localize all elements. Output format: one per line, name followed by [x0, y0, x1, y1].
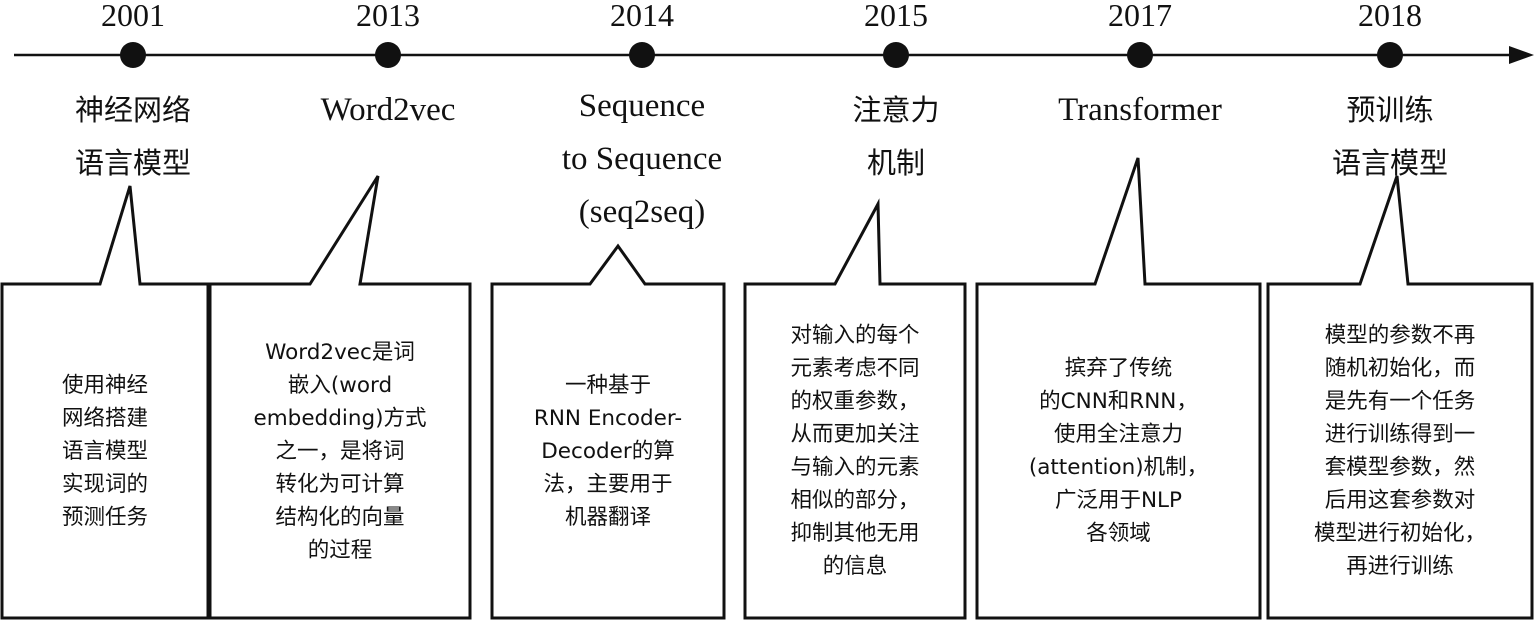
timeline-arrowhead: [1509, 46, 1534, 64]
event-description-text: 摈弃了传统 的CNN和RNN， 使用全注意力 (attention)机制， 广泛…: [1028, 356, 1209, 546]
event-title: Word2vec: [278, 84, 498, 137]
event-description-text: Word2vec是词 嵌入(word embedding)方式 之一，是将词 转…: [253, 339, 427, 563]
event-title-line: (seq2seq): [578, 194, 706, 230]
timeline-dot: [1377, 42, 1403, 68]
event-year: 2018: [1358, 0, 1422, 33]
event-title-line: Transformer: [1058, 92, 1222, 128]
event-description-text: 使用神经 网络搭建 语言模型 实现词的 预测任务: [61, 372, 148, 530]
timeline-dot: [629, 42, 655, 68]
event-title-line: 预训练: [1346, 93, 1434, 127]
event-description: 摈弃了传统 的CNN和RNN， 使用全注意力 (attention)机制， 广泛…: [981, 288, 1256, 614]
event-title: Sequence to Sequence (seq2seq): [532, 80, 752, 239]
event-description-text: 模型的参数不再 随机初始化，而 是先有一个任务 进行训练得到一 套模型参数，然 …: [1313, 323, 1486, 579]
callout-box: [208, 175, 472, 620]
event-title-line: to Sequence: [561, 141, 723, 177]
callout-box: [743, 198, 967, 620]
event-title-line: 注意力: [852, 93, 940, 127]
event-description: 一种基于 RNN Encoder- Decoder的算 法，主要用于 机器翻译: [496, 288, 720, 614]
event-title: 神经网络语言模型: [23, 84, 243, 190]
callout-box: [975, 157, 1262, 620]
event-year: 2017: [1108, 0, 1172, 33]
event-description-text: 对输入的每个 元素考虑不同 的权重参数， 从而更加关注 与输入的元素 相似的部分…: [790, 323, 920, 579]
event-title-line: 语言模型: [1331, 146, 1448, 180]
event-title: Transformer: [1030, 84, 1250, 137]
event-year: 2013: [356, 0, 420, 33]
callout-box: [1266, 175, 1534, 620]
event-description: 使用神经 网络搭建 语言模型 实现词的 预测任务: [6, 288, 204, 614]
event-year: 2001: [101, 0, 165, 33]
timeline-dot: [1127, 42, 1153, 68]
event-title-line: Sequence: [578, 88, 706, 124]
event-title-line: 语言模型: [74, 146, 191, 180]
event-title: 注意力机制: [786, 84, 1006, 190]
event-year: 2014: [610, 0, 674, 33]
event-description: Word2vec是词 嵌入(word embedding)方式 之一，是将词 转…: [214, 288, 466, 614]
event-title-line: Word2vec: [320, 92, 456, 128]
timeline-dot: [120, 42, 146, 68]
event-description: 对输入的每个 元素考虑不同 的权重参数， 从而更加关注 与输入的元素 相似的部分…: [749, 288, 961, 614]
timeline-dot: [883, 42, 909, 68]
event-description: 模型的参数不再 随机初始化，而 是先有一个任务 进行训练得到一 套模型参数，然 …: [1272, 288, 1528, 614]
event-title: 预训练语言模型: [1280, 84, 1500, 190]
event-year: 2015: [864, 0, 928, 33]
timeline-dot: [375, 42, 401, 68]
event-title-line: 机制: [866, 146, 925, 180]
callout-box: [0, 185, 210, 620]
event-title-line: 神经网络: [74, 93, 191, 127]
callout-box: [490, 243, 726, 620]
event-description-text: 一种基于 RNN Encoder- Decoder的算 法，主要用于 机器翻译: [533, 372, 683, 530]
